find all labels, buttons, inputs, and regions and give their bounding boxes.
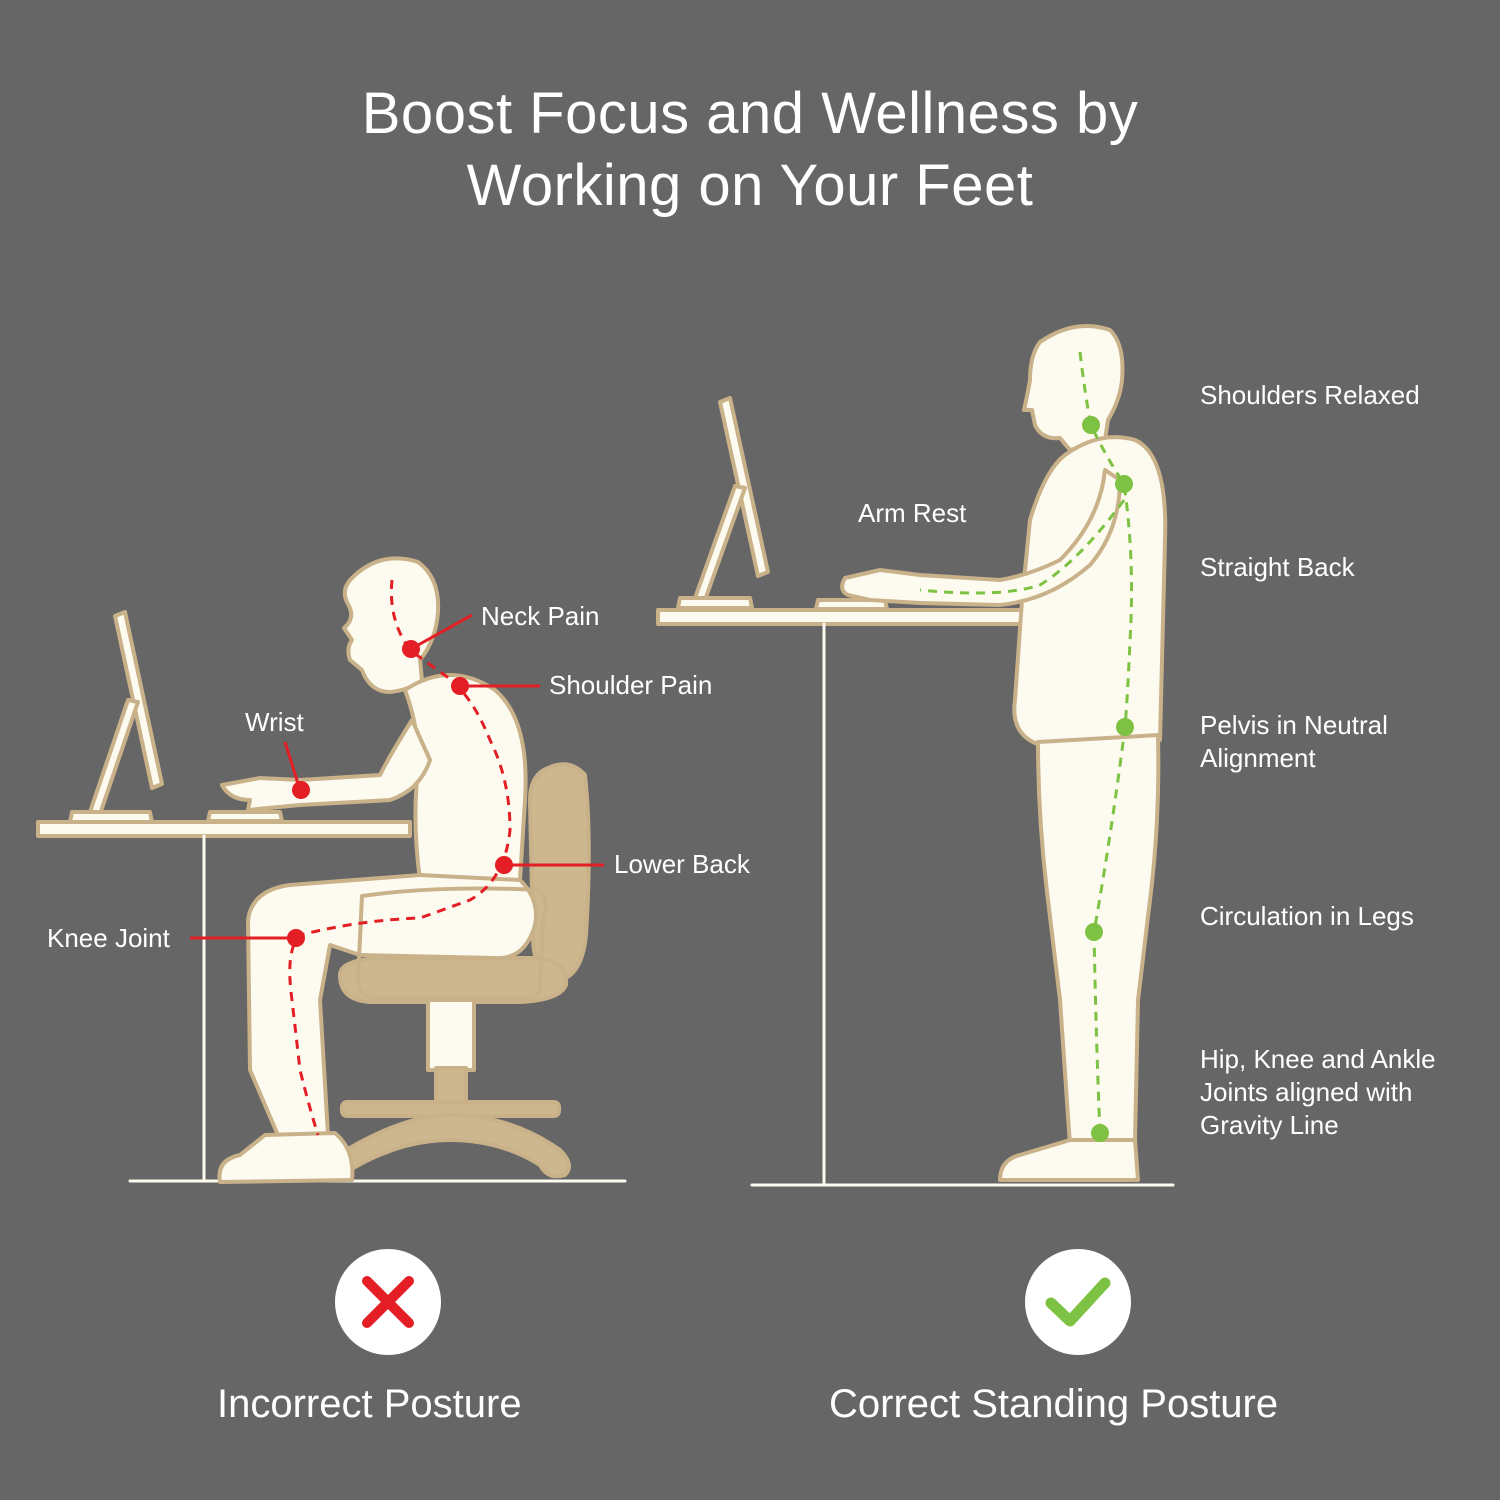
pelvis-label-line-2: Alignment xyxy=(1200,743,1316,773)
pelvis-label-line-1: Pelvis in Neutral xyxy=(1200,710,1388,740)
title-line-1: Boost Focus and Wellness by xyxy=(361,81,1139,146)
standing-person xyxy=(840,324,1168,1182)
neck-pain-dot xyxy=(402,640,420,658)
standing-monitor xyxy=(676,396,889,611)
shoulder-pain-dot xyxy=(451,677,469,695)
wrist-dot xyxy=(292,781,310,799)
straight-back-label: Straight Back xyxy=(1200,552,1355,582)
joints-label-line-3: Gravity Line xyxy=(1200,1110,1339,1140)
joints-label: Hip, Knee and Ankle Joints aligned with … xyxy=(1200,1043,1436,1142)
correct-posture-caption: Correct Standing Posture xyxy=(829,1382,1279,1426)
title-line-2: Working on Your Feet xyxy=(466,153,1034,218)
lower-back-label: Lower Back xyxy=(614,849,750,879)
pelvis-label: Pelvis in Neutral Alignment xyxy=(1200,709,1388,775)
lower-back-dot xyxy=(495,856,513,874)
joints-label-line-2: Joints aligned with xyxy=(1200,1077,1413,1107)
page-title: Boost Focus and Wellness by Working on Y… xyxy=(0,78,1500,222)
alignment-points xyxy=(1082,416,1134,1142)
back-dot xyxy=(1115,475,1133,493)
knee-joint-dot xyxy=(287,929,305,947)
check-icon xyxy=(1025,1249,1131,1355)
neck-pain-label: Neck Pain xyxy=(481,601,600,631)
cross-icon xyxy=(335,1249,441,1355)
circulation-label: Circulation in Legs xyxy=(1200,901,1414,931)
shoulders-dot xyxy=(1082,416,1100,434)
arm-rest-label: Arm Rest xyxy=(858,498,967,528)
knee-joint-label: Knee Joint xyxy=(47,923,170,953)
pain-leader-lines xyxy=(190,613,604,940)
gravity-line xyxy=(919,351,1134,1134)
pain-points xyxy=(287,640,513,947)
seated-person xyxy=(217,556,548,1184)
pelvis-dot xyxy=(1116,718,1134,736)
seated-monitor xyxy=(68,610,284,824)
shoulders-relaxed-label: Shoulders Relaxed xyxy=(1200,380,1420,410)
legs-dot xyxy=(1085,923,1103,941)
wrist-label: Wrist xyxy=(245,707,304,737)
ankle-dot xyxy=(1091,1124,1109,1142)
incorrect-posture-caption: Incorrect Posture xyxy=(217,1382,522,1426)
shoulder-pain-label: Shoulder Pain xyxy=(549,670,713,700)
pain-spine-line xyxy=(288,579,512,1136)
joints-label-line-1: Hip, Knee and Ankle xyxy=(1200,1044,1436,1074)
